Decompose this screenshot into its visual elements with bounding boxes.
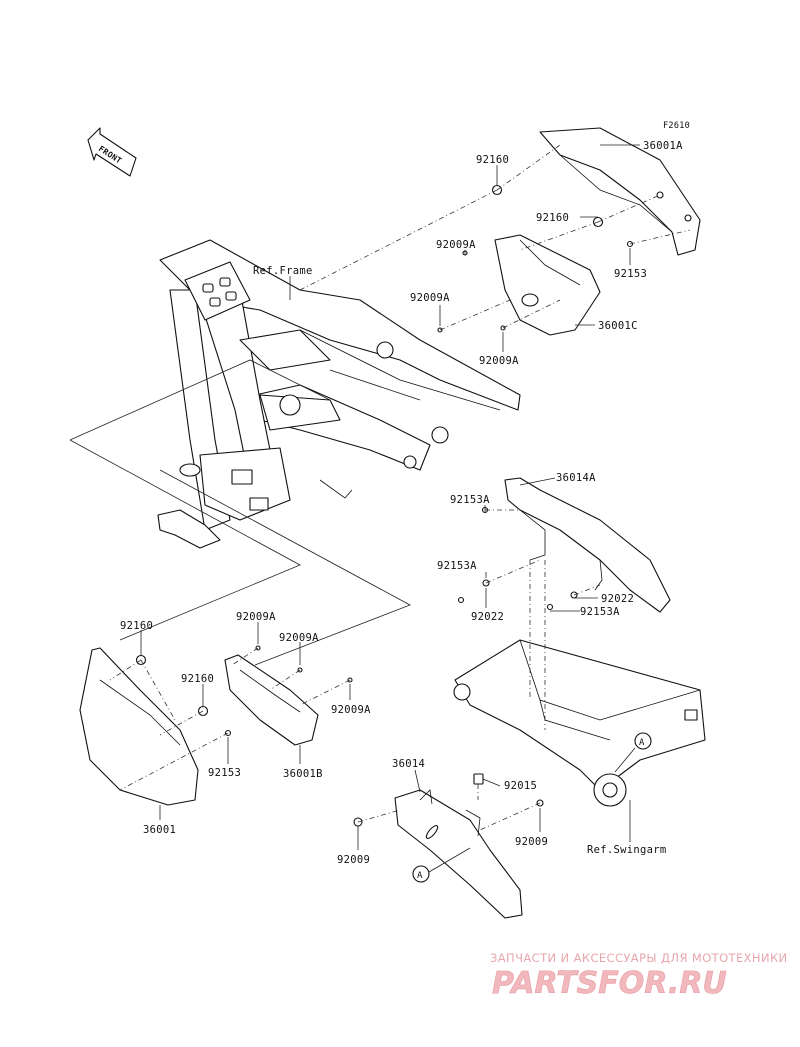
ref-marker-A-swingarm-label: A — [639, 738, 645, 748]
ref-marker-A-swingarm — [634, 732, 652, 750]
callout-92009A-b: 92009A — [410, 292, 450, 304]
callout-labels: 36001A 92160 92160 92009A 92153 92009A 3… — [120, 140, 683, 866]
callout-92160-d: 92160 — [181, 673, 214, 685]
callout-92009A-e: 92009A — [279, 632, 319, 644]
callout-92153A-a: 92153A — [450, 494, 490, 506]
side-cover-36001 — [79, 647, 199, 806]
callout-92009A-f: 92009A — [331, 704, 371, 716]
callout-ref-frame: Ref.Frame — [253, 265, 313, 277]
callout-36001C: 36001C — [598, 320, 638, 332]
callout-36001A: 36001A — [643, 140, 683, 152]
callout-36014: 36014 — [392, 758, 425, 770]
callout-36001B: 36001B — [283, 768, 323, 780]
callout-92009-b: 92009 — [337, 854, 370, 866]
callout-92160-c: 92160 — [120, 620, 153, 632]
side-cover-36001A — [539, 127, 701, 256]
chain-guard-36014A — [504, 477, 671, 613]
assembly-lines — [69, 144, 691, 831]
callout-92009A-d: 92009A — [236, 611, 276, 623]
callout-92160-b: 92160 — [536, 212, 569, 224]
front-arrow-icon: FRONT — [87, 127, 137, 177]
callout-ref-swingarm: Ref.Swingarm — [587, 844, 666, 856]
callout-92009-a: 92009 — [515, 836, 548, 848]
watermark: ЗАПЧАСТИ И АКСЕССУАРЫ ДЛЯ МОТОТЕХНИКИ PA… — [490, 951, 788, 1001]
callout-92009A-c: 92009A — [479, 355, 519, 367]
swingarm-drawing — [453, 639, 706, 807]
callout-92153A-b: 92153A — [437, 560, 477, 572]
ref-marker-A-chainguard-label: A — [417, 871, 423, 881]
side-cover-36001C — [494, 234, 601, 336]
callout-92009A-a: 92009A — [436, 239, 476, 251]
callout-92153A-c: 92153A — [580, 606, 620, 618]
callout-92153-b: 92153 — [208, 767, 241, 779]
callout-92153-a: 92153 — [614, 268, 647, 280]
figure-code: F2610 — [663, 121, 690, 131]
callout-92022-b: 92022 — [601, 593, 634, 605]
side-cover-36001B — [224, 654, 319, 746]
callout-92015: 92015 — [504, 780, 537, 792]
callout-36001: 36001 — [143, 824, 176, 836]
callout-92022-a: 92022 — [471, 611, 504, 623]
watermark-tagline: ЗАПЧАСТИ И АКСЕССУАРЫ ДЛЯ МОТОТЕХНИКИ — [490, 951, 788, 965]
callout-92160-a: 92160 — [476, 154, 509, 166]
chain-guard-36014 — [394, 789, 523, 919]
frame-drawing — [157, 239, 521, 549]
ref-marker-A-chainguard — [412, 865, 430, 883]
watermark-brand: PARTSFOR.RU — [492, 966, 727, 1001]
leader-lines — [140, 144, 640, 850]
callout-36014A: 36014A — [556, 472, 596, 484]
